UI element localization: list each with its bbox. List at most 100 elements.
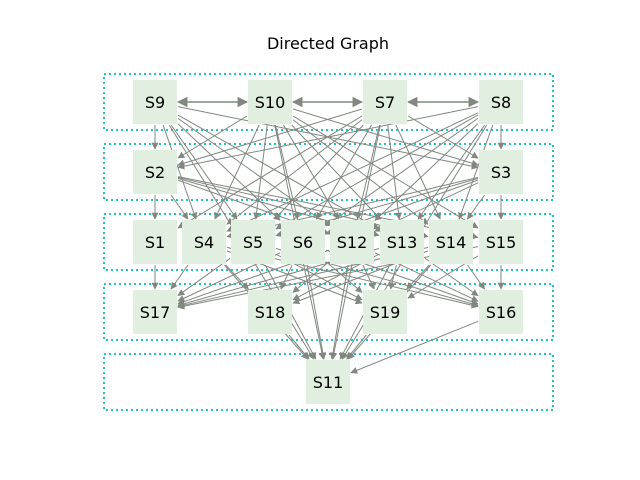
edge-s9-s13	[177, 114, 380, 230]
node-box	[479, 80, 523, 124]
node-label: S2	[145, 163, 165, 182]
node-box	[479, 290, 523, 334]
edge-s4-s17	[170, 264, 189, 290]
edge-s10-s14	[292, 119, 429, 225]
edge-s10-s12	[283, 124, 339, 220]
edge-s5-s17	[177, 258, 231, 296]
edge-s8-s14	[458, 124, 494, 220]
node-label: S6	[293, 233, 313, 252]
node-box	[133, 80, 177, 124]
edge-s9-s4	[162, 124, 198, 220]
node-box	[133, 150, 177, 194]
node-s2: S2	[133, 150, 177, 194]
edge-s2-s4	[170, 194, 189, 220]
node-box	[248, 290, 292, 334]
node-s12: S12	[330, 220, 374, 264]
edge-s7-s3	[407, 115, 479, 159]
node-s11: S11	[306, 360, 350, 404]
node-s7: S7	[363, 80, 407, 124]
node-label: S18	[255, 303, 286, 322]
edge-s10-s2	[177, 115, 248, 159]
node-s17: S17	[133, 290, 177, 334]
node-box	[479, 150, 523, 194]
edge-s10-s6	[274, 124, 300, 220]
edge-s12-s11	[329, 264, 349, 360]
edge-s8-s13	[417, 124, 486, 220]
edge-s16-s11	[350, 320, 479, 374]
edge-s6-s11	[306, 264, 327, 360]
edge-s6-s18	[280, 264, 293, 290]
graph-title: Directed Graph	[267, 34, 389, 53]
node-label: S14	[436, 233, 467, 252]
node-s6: S6	[281, 220, 325, 264]
edge-s8-s5	[275, 114, 479, 230]
edge-s10-s5	[253, 124, 268, 220]
node-label: S12	[337, 233, 368, 252]
group-box-3	[103, 213, 554, 271]
edge-s14-s19	[406, 264, 430, 290]
node-box	[363, 80, 407, 124]
edge-s3-s14	[467, 194, 485, 220]
edge-s7-s14	[395, 124, 441, 220]
group-box-2	[103, 143, 554, 201]
edge-s13-s19	[388, 264, 397, 290]
edge-s7-s13	[387, 124, 402, 220]
node-s10: S10	[248, 80, 292, 124]
node-box	[182, 220, 226, 264]
node-box	[133, 290, 177, 334]
node-s19: S19	[363, 290, 407, 334]
node-s15: S15	[479, 220, 523, 264]
edge-s15-s17	[177, 246, 479, 310]
node-box	[306, 360, 350, 404]
edge-s8-s12	[374, 123, 479, 221]
node-label: S7	[375, 93, 395, 112]
edge-s8-s6	[325, 117, 479, 227]
node-box	[281, 220, 325, 264]
node-label: S8	[491, 93, 511, 112]
node-s1: S1	[133, 220, 177, 264]
group-box-1	[103, 73, 554, 131]
edge-s8-s4	[226, 112, 479, 232]
node-s13: S13	[380, 220, 424, 264]
node-s16: S16	[479, 290, 523, 334]
node-s4: S4	[182, 220, 226, 264]
edge-s7-s6	[316, 124, 372, 220]
node-box	[133, 220, 177, 264]
node-label: S13	[387, 233, 418, 252]
edge-s12-s19	[362, 264, 375, 290]
node-s18: S18	[248, 290, 292, 334]
edges	[151, 96, 505, 374]
node-label: S10	[255, 93, 286, 112]
edge-s9-s5	[170, 124, 238, 220]
edge-s12-s18	[292, 261, 330, 293]
edge-s10-s15	[292, 115, 479, 229]
node-label: S16	[486, 303, 517, 322]
group-boxes	[103, 73, 554, 411]
node-label: S3	[491, 163, 511, 182]
node-s5: S5	[231, 220, 275, 264]
node-s8: S8	[479, 80, 523, 124]
node-label: S19	[370, 303, 401, 322]
node-box	[248, 80, 292, 124]
edge-s9-s6	[177, 123, 281, 221]
edge-s4-s18	[225, 264, 249, 290]
edge-s10-s4	[214, 124, 260, 220]
edge-s7-s2	[177, 108, 363, 167]
node-s9: S9	[133, 80, 177, 124]
node-label: S11	[313, 373, 344, 392]
edge-s10-s13	[291, 124, 381, 220]
edge-s10-s3	[292, 108, 479, 167]
node-s3: S3	[479, 150, 523, 194]
group-box-5	[103, 353, 554, 411]
node-label: S15	[486, 233, 517, 252]
edge-s19-s11	[346, 334, 367, 360]
edge-s7-s1	[177, 115, 363, 229]
edge-s6-s19	[325, 261, 363, 293]
node-s14: S14	[429, 220, 473, 264]
node-box	[429, 220, 473, 264]
edge-s13-s16	[424, 257, 479, 297]
node-label: S1	[145, 233, 165, 252]
edge-s18-s11	[288, 334, 310, 360]
node-box	[380, 220, 424, 264]
